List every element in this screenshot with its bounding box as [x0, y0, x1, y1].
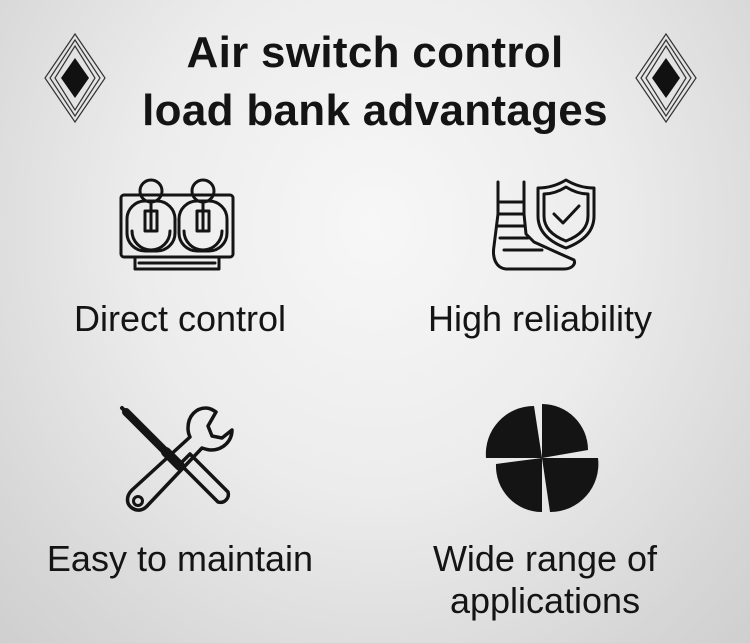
feature-label-high-reliability: High reliability	[427, 298, 653, 339]
switch-panel-icon	[119, 178, 235, 271]
wrench-screwdriver-icon	[120, 406, 234, 512]
feature-label-direct-control: Direct control	[73, 298, 287, 339]
page-title: Air switch control load bank advantages	[0, 24, 750, 140]
feature-label-wide-range: Wide range of applications	[390, 538, 700, 622]
shield-check-icon	[492, 178, 596, 271]
pinwheel-icon	[485, 404, 599, 513]
diamond-ornament-right-icon	[635, 32, 697, 124]
feature-label-wide-range-line-1: Wide range of	[432, 538, 658, 579]
title-line-1: Air switch control	[186, 28, 564, 77]
diamond-ornament-left-icon	[44, 32, 106, 124]
feature-label-easy-to-maintain: Easy to maintain	[46, 538, 314, 579]
feature-label-wide-range-line-2: applications	[449, 580, 641, 621]
title-line-2: load bank advantages	[142, 86, 608, 135]
